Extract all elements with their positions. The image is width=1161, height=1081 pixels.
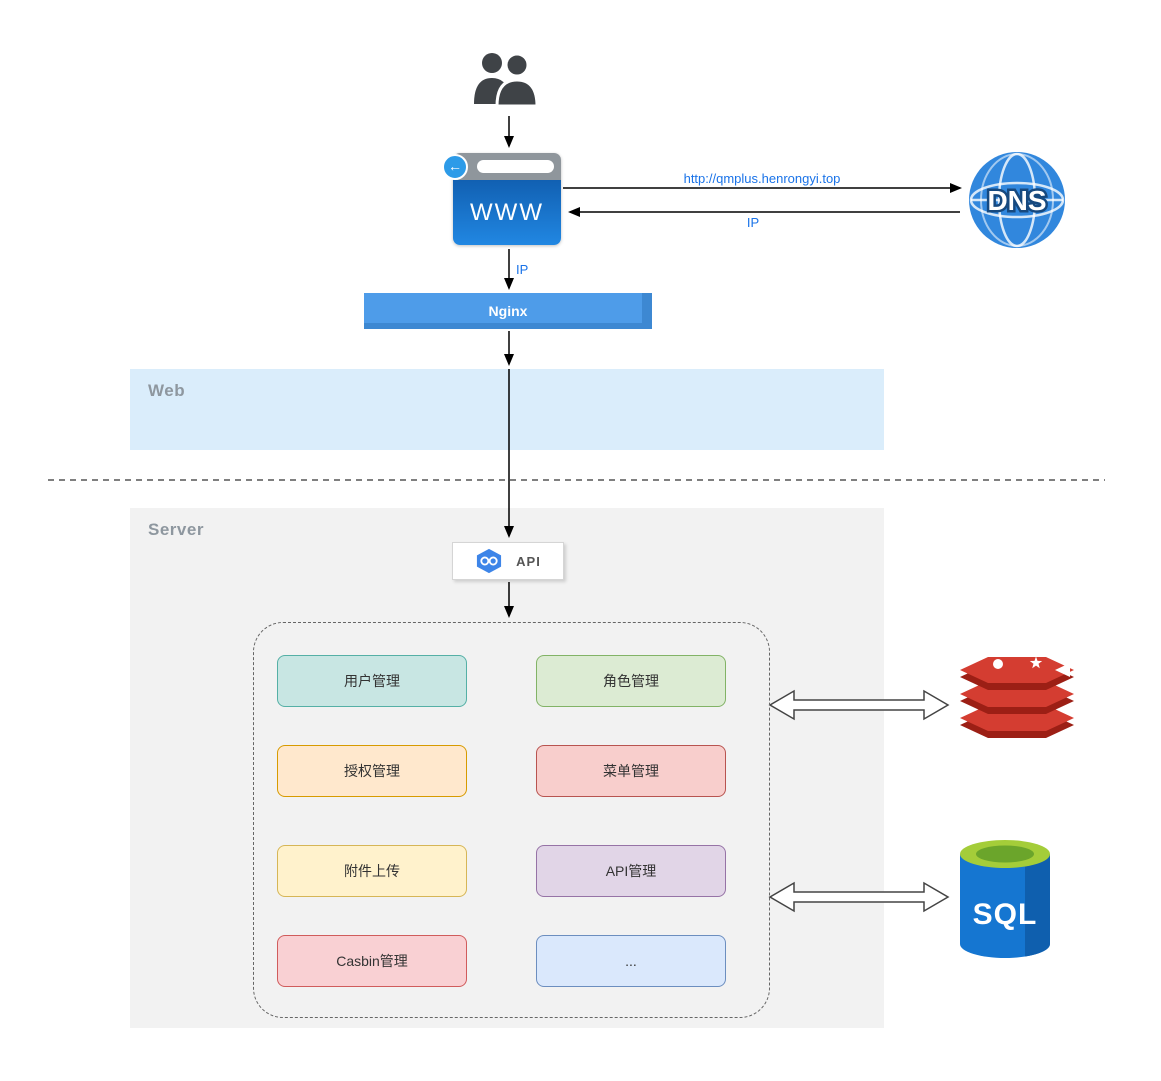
- module-user-management: 用户管理: [277, 655, 467, 707]
- module-role-management: 角色管理: [536, 655, 726, 707]
- dns-request-label: http://qmplus.henrongyi.top: [683, 171, 841, 186]
- module-label: 角色管理: [603, 673, 659, 689]
- browser-toolbar: ←: [442, 153, 561, 180]
- sql-database-icon: SQL: [960, 840, 1050, 958]
- api-node: API: [452, 542, 564, 580]
- nginx-node: Nginx: [364, 293, 652, 329]
- sql-label: SQL: [973, 898, 1038, 931]
- server-layer-band: Server: [130, 508, 884, 1028]
- module-label: 授权管理: [344, 763, 400, 779]
- dns-label: DNS: [987, 185, 1046, 216]
- module-menu-management: 菜单管理: [536, 745, 726, 797]
- module-api-management: API管理: [536, 845, 726, 897]
- web-layer-label: Web: [148, 381, 186, 400]
- module-label: 附件上传: [344, 863, 400, 879]
- api-hexagon-icon: [477, 548, 502, 574]
- browser-node: ← WWW: [442, 153, 561, 245]
- web-layer-band: Web: [130, 369, 884, 450]
- redis-icon: [960, 656, 1074, 738]
- module-casbin-management: Casbin管理: [277, 935, 467, 987]
- address-bar: [477, 160, 554, 173]
- sql-connector-arrow: [768, 881, 950, 913]
- module-label: API管理: [605, 863, 657, 879]
- dns-globe-icon: DNS: [969, 152, 1065, 248]
- users-icon: [474, 52, 539, 108]
- module-more: ...: [536, 935, 726, 987]
- module-label: 用户管理: [344, 673, 400, 689]
- module-label: Casbin管理: [336, 953, 408, 969]
- modules-container: [253, 622, 770, 1018]
- server-layer-label: Server: [148, 520, 204, 539]
- nginx-label: Nginx: [488, 303, 528, 319]
- module-label: 菜单管理: [603, 763, 659, 779]
- module-attachment-upload: 附件上传: [277, 845, 467, 897]
- redis-connector-arrow: [768, 689, 950, 721]
- back-arrow-icon: ←: [442, 154, 468, 180]
- api-label: API: [516, 553, 541, 569]
- module-label: ...: [625, 953, 637, 969]
- module-auth-management: 授权管理: [277, 745, 467, 797]
- nginx-ip-label: IP: [516, 262, 529, 277]
- browser-body: WWW: [453, 180, 561, 245]
- browser-label: WWW: [470, 198, 544, 226]
- dns-response-label: IP: [746, 215, 760, 230]
